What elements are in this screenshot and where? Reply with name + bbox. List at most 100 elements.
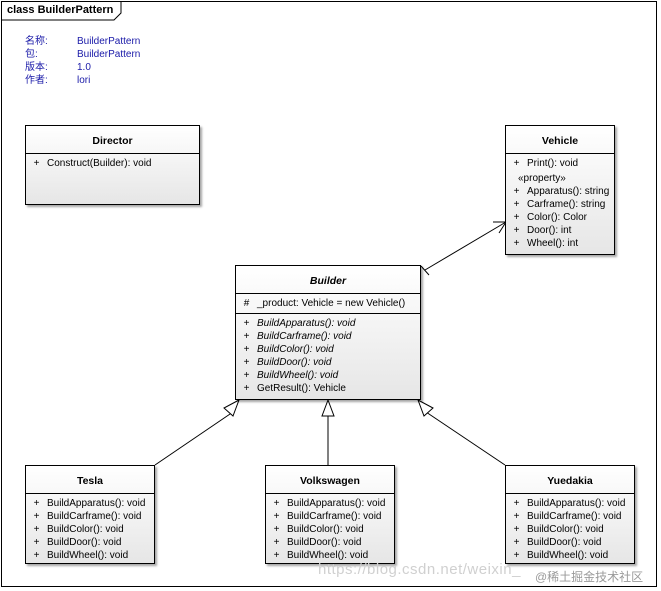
operation-signature: BuildApparatus(): void <box>47 498 146 509</box>
operation-row: + BuildDoor(): void <box>266 536 394 549</box>
operation-row: + BuildApparatus(): void <box>26 497 154 510</box>
watermark-credit: @稀土掘金技术社区 <box>535 570 644 584</box>
class-vehicle[interactable]: Vehicle +Print(): void «property» +Appar… <box>505 125 615 255</box>
class-builder[interactable]: Builder # _product: Vehicle = new Vehicle… <box>235 265 421 400</box>
operation-row: +BuildApparatus(): void <box>236 317 420 330</box>
visibility-marker: + <box>513 158 520 169</box>
visibility-marker: + <box>273 498 280 509</box>
meta-key: 包: <box>25 49 38 60</box>
visibility-marker: # <box>243 298 250 309</box>
operation-row: +BuildColor(): void <box>506 523 634 536</box>
operations-section: + BuildApparatus(): void +BuildCarframe()… <box>26 494 154 565</box>
visibility-marker: + <box>513 199 520 210</box>
operation-row: + GetResult(): Vehicle <box>236 382 420 395</box>
meta-key: 版本: <box>25 62 48 73</box>
visibility-marker: + <box>243 344 250 355</box>
class-name: Director <box>26 126 199 154</box>
operation-row: + BuildDoor(): void <box>506 536 634 549</box>
operation-signature: BuildCarframe(): void <box>287 511 382 522</box>
meta-value: 1.0 <box>77 62 91 73</box>
visibility-marker: + <box>33 498 40 509</box>
property-signature: Wheel(): int <box>527 238 579 249</box>
operation-signature: GetResult(): Vehicle <box>257 383 346 394</box>
visibility-marker: + <box>273 550 280 561</box>
meta-value: lori <box>77 75 91 86</box>
class-name: Yuedakia <box>506 466 634 494</box>
operation-row: +BuildCarframe(): void <box>506 510 634 523</box>
operation-signature: BuildWheel(): void <box>257 370 339 381</box>
visibility-marker: + <box>513 537 520 548</box>
operation-signature: BuildWheel(): void <box>47 550 129 561</box>
operation-row: +BuildCarframe(): void <box>26 510 154 523</box>
visibility-marker: + <box>273 524 280 535</box>
operations-section: +BuildApparatus(): void + BuildCarframe()… <box>266 494 394 565</box>
visibility-marker: + <box>243 370 250 381</box>
property-signature: Carframe(): string <box>527 199 606 210</box>
property-row: +Door(): int <box>506 224 614 237</box>
attribute-row: # _product: Vehicle = new Vehicle() <box>236 297 420 310</box>
visibility-marker: + <box>243 331 250 342</box>
class-volkswagen[interactable]: Volkswagen +BuildApparatus(): void +Buil… <box>265 465 395 564</box>
meta-row-name: 名称: BuilderPattern <box>25 35 140 48</box>
operation-signature: BuildDoor(): void <box>47 537 122 548</box>
diagram-metadata: 名称: BuilderPattern 包: BuilderPattern 版本:… <box>25 35 140 87</box>
generalization-tesla <box>154 411 234 466</box>
visibility-marker: + <box>33 511 40 522</box>
property-signature: Door(): int <box>527 225 572 236</box>
operation-signature: BuildColor(): void <box>47 524 124 535</box>
operation-row: +Print(): void <box>506 157 614 170</box>
class-name: Vehicle <box>506 126 614 154</box>
visibility-marker: + <box>243 357 250 368</box>
attribute-signature: _product: Vehicle = new Vehicle() <box>257 298 406 309</box>
class-name: Builder <box>236 266 420 294</box>
meta-value: BuilderPattern <box>77 36 141 47</box>
diagram-title: class BuilderPattern <box>7 4 114 16</box>
class-name: Tesla <box>26 466 154 494</box>
operation-signature: BuildWheel(): void <box>527 550 609 561</box>
meta-key: 作者: <box>25 75 48 86</box>
class-yuedakia[interactable]: Yuedakia +BuildApparatus(): void +BuildC… <box>505 465 635 564</box>
operation-row: +BuildWheel(): void <box>26 549 154 562</box>
operation-signature: BuildDoor(): void <box>287 537 362 548</box>
operation-row: + BuildWheel(): void <box>266 549 394 562</box>
visibility-marker: + <box>33 524 40 535</box>
class-tesla[interactable]: Tesla + BuildApparatus(): void +BuildCarf… <box>25 465 155 564</box>
property-row: + Wheel(): int <box>506 237 614 250</box>
visibility-marker: + <box>33 158 40 169</box>
operation-row: +BuildColor(): void <box>266 523 394 536</box>
operation-row: +BuildApparatus(): void <box>506 497 634 510</box>
operation-row: +BuildApparatus(): void <box>266 497 394 510</box>
operation-signature: BuildApparatus(): void <box>527 498 626 509</box>
operation-signature: BuildDoor(): void <box>527 537 602 548</box>
visibility-marker: + <box>243 318 250 329</box>
operation-signature: BuildCarframe(): void <box>257 331 352 342</box>
operation-row: + Construct(Builder): void <box>26 157 199 170</box>
meta-row-version: 版本: 1.0 <box>25 61 140 74</box>
visibility-marker: + <box>513 238 520 249</box>
operation-row: + BuildDoor(): void <box>236 356 420 369</box>
attributes-section: # _product: Vehicle = new Vehicle() <box>236 294 420 314</box>
class-director[interactable]: Director + Construct(Builder): void <box>25 125 200 205</box>
operation-signature: BuildWheel(): void <box>287 550 369 561</box>
operation-signature: BuildDoor(): void <box>257 357 332 368</box>
visibility-marker: + <box>243 383 250 394</box>
visibility-marker: + <box>513 186 520 197</box>
operation-row: +BuildColor(): void <box>236 343 420 356</box>
association-x-mark <box>420 265 430 276</box>
property-row: + Carframe(): string <box>506 198 614 211</box>
generalization-yuedakia <box>425 411 506 466</box>
property-row: +Color(): Color <box>506 211 614 224</box>
meta-row-package: 包: BuilderPattern <box>25 48 140 61</box>
operation-row: + BuildColor(): void <box>26 523 154 536</box>
generalization-yuedakia-arrow <box>417 398 434 417</box>
visibility-marker: + <box>273 511 280 522</box>
meta-row-author: 作者: lori <box>25 74 140 87</box>
operation-signature: Construct(Builder): void <box>47 158 152 169</box>
property-signature: Apparatus(): string <box>527 186 610 197</box>
generalization-volkswagen-arrow <box>321 398 335 417</box>
visibility-marker: + <box>273 537 280 548</box>
class-name: Volkswagen <box>266 466 394 494</box>
